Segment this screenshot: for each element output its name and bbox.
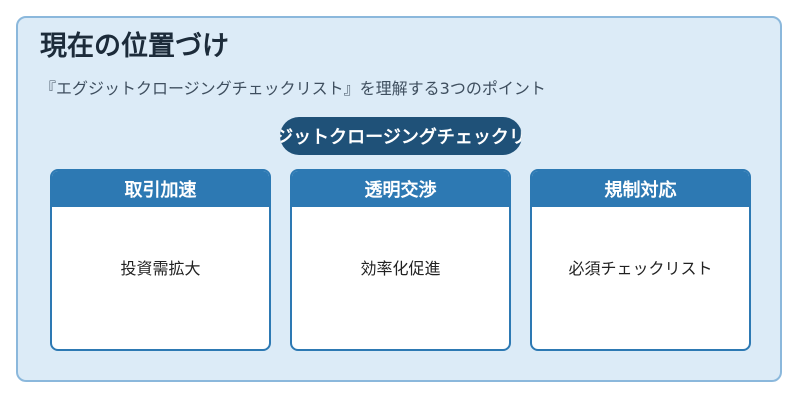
point-card-header: 取引加速 xyxy=(52,171,269,207)
central-topic-label: エグジットクロージングチェックリスト xyxy=(280,127,522,148)
point-card-header: 透明交渉 xyxy=(292,171,509,207)
point-card-header: 規制対応 xyxy=(532,171,749,207)
page-title: 現在の位置づけ xyxy=(40,31,229,62)
point-card-body: 必須チェックリスト xyxy=(568,259,713,278)
point-card-body: 投資需拡大 xyxy=(120,259,201,278)
point-card-1: 取引加速 投資需拡大 xyxy=(50,169,271,351)
point-card-body: 効率化促進 xyxy=(360,259,441,278)
central-topic-pill: エグジットクロージングチェックリスト xyxy=(280,117,522,155)
page-subtitle: 『エグジットクロージングチェックリスト』を理解する3つのポイント xyxy=(40,79,546,98)
point-card-2: 透明交渉 効率化促進 xyxy=(290,169,511,351)
point-card-3: 規制対応 必須チェックリスト xyxy=(530,169,751,351)
